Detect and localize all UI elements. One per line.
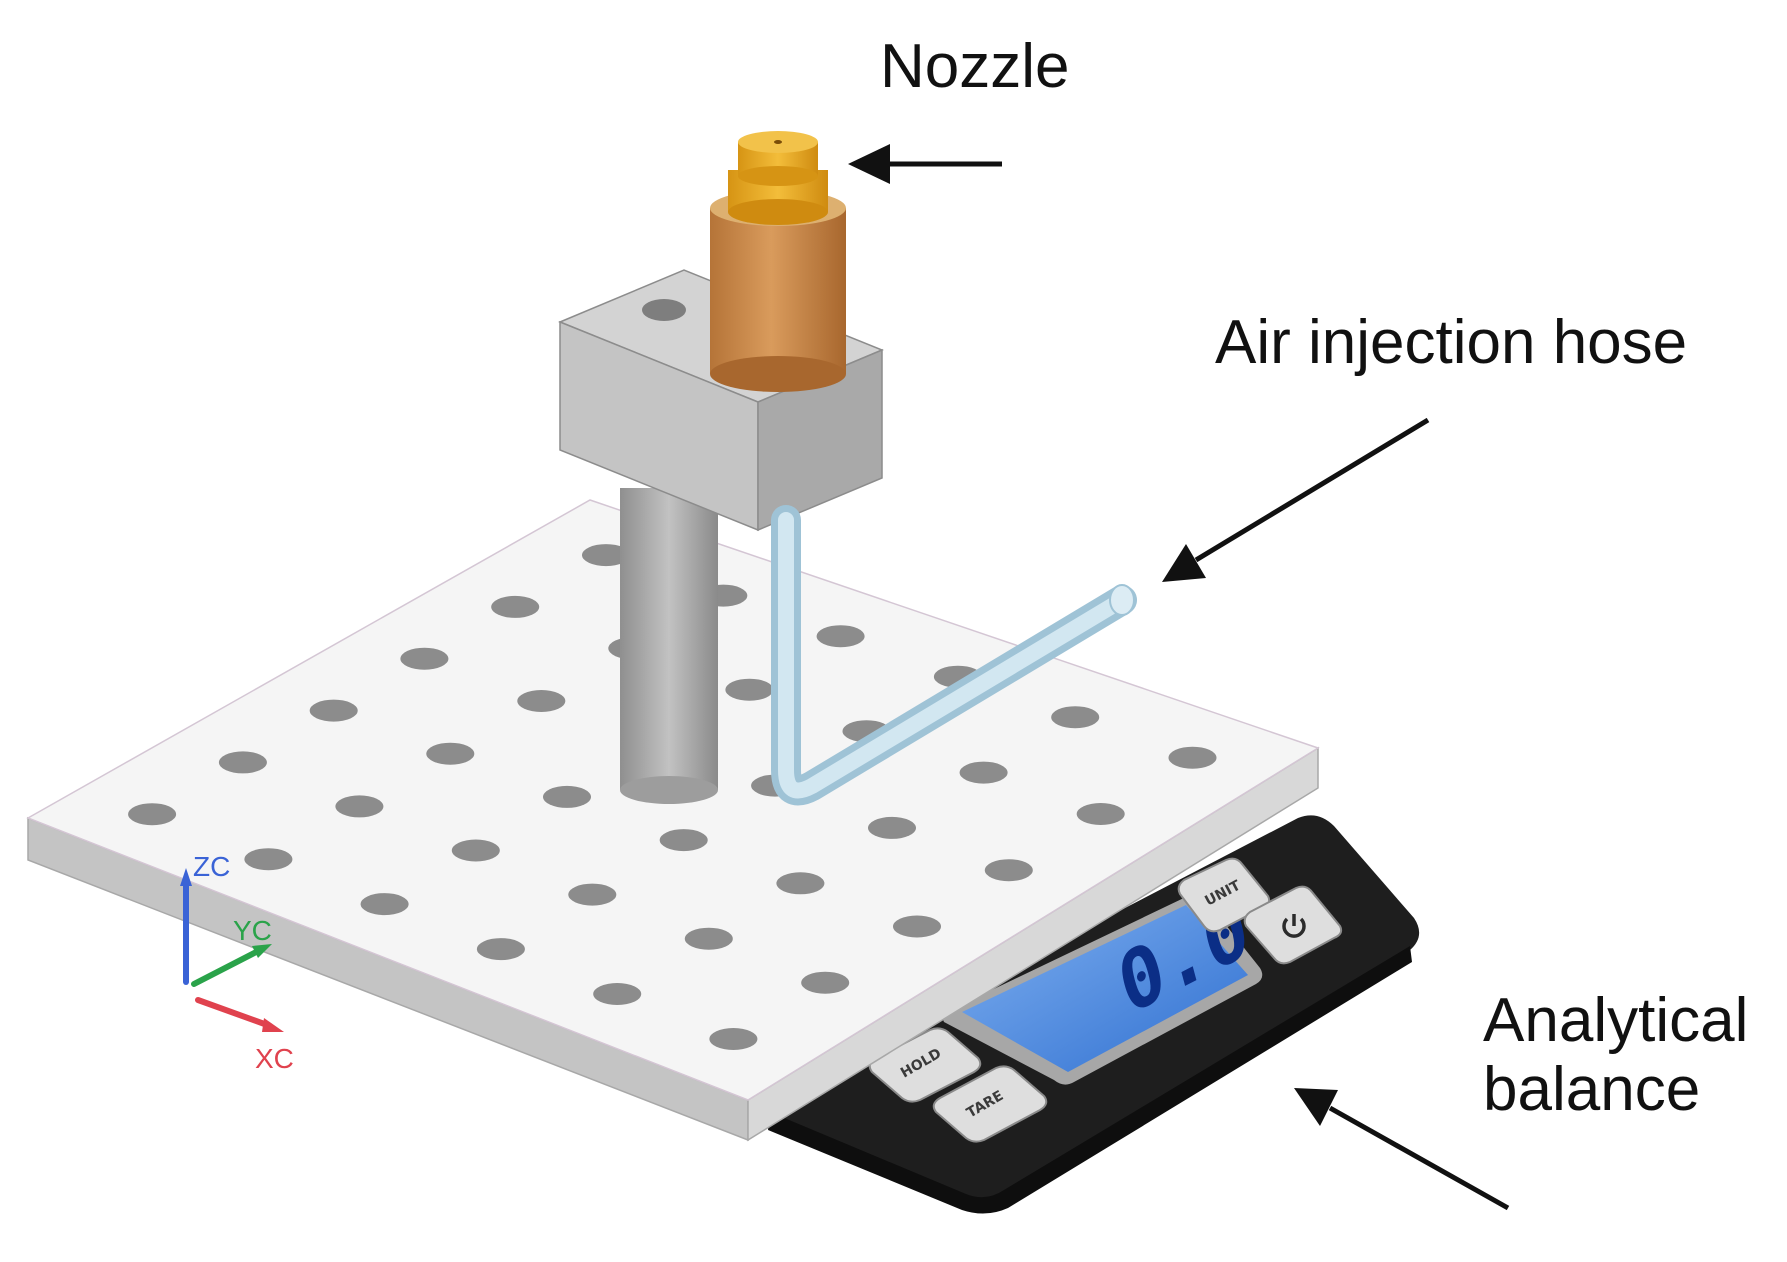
mounting-hole bbox=[868, 816, 916, 839]
mounting-hole bbox=[801, 971, 850, 994]
support-post bbox=[620, 488, 718, 804]
mounting-hole bbox=[893, 915, 941, 938]
mounting-hole bbox=[426, 742, 475, 765]
mounting-hole bbox=[959, 761, 1008, 784]
mounting-hole bbox=[491, 595, 540, 618]
mounting-hole bbox=[309, 699, 358, 722]
display-screen bbox=[962, 905, 1248, 1072]
mounting-hole bbox=[582, 544, 630, 567]
mounting-hole bbox=[659, 829, 708, 852]
mounting-hole bbox=[709, 1028, 758, 1050]
nozzle-arrow bbox=[848, 144, 1002, 184]
mounting-hole bbox=[244, 848, 293, 871]
power-icon bbox=[1282, 914, 1306, 938]
coordinate-triad: ZC YC XC bbox=[180, 851, 294, 1074]
mounting-hole bbox=[984, 859, 1033, 882]
mounting-hole bbox=[725, 678, 774, 701]
mounting-hole bbox=[816, 625, 865, 648]
mounting-hole bbox=[543, 785, 591, 808]
mounting-hole bbox=[1051, 706, 1100, 729]
y-axis bbox=[191, 947, 263, 987]
mounting-hole bbox=[593, 983, 642, 1005]
holder-bolt-hole bbox=[642, 299, 686, 321]
mounting-hole bbox=[1076, 803, 1125, 825]
y-axis-label: YC bbox=[233, 915, 272, 946]
mounting-hole bbox=[400, 647, 449, 670]
mounting-hole bbox=[218, 751, 267, 774]
x-axis bbox=[195, 997, 273, 1029]
mounting-hole bbox=[335, 795, 384, 818]
nozzle-orifice bbox=[774, 140, 782, 144]
mounting-hole bbox=[128, 803, 177, 826]
air-injection-hose-label: Air injection hose bbox=[1215, 308, 1688, 377]
mounting-hole bbox=[776, 872, 825, 895]
nozzle bbox=[710, 131, 846, 392]
nozzle-body bbox=[710, 208, 846, 374]
unit-key[interactable]: UNIT bbox=[1177, 857, 1271, 933]
analytical-balance-label: Analytical balance bbox=[1483, 986, 1749, 1125]
hose-arrow bbox=[1162, 417, 1430, 582]
power-key[interactable] bbox=[1243, 885, 1343, 965]
mounting-hole bbox=[1168, 746, 1217, 769]
z-axis-label: ZC bbox=[193, 851, 230, 882]
mounting-hole bbox=[451, 839, 500, 862]
balance-arrow bbox=[1294, 1088, 1510, 1211]
mounting-hole bbox=[517, 690, 566, 712]
air-injection-hose bbox=[771, 505, 1137, 806]
mounting-hole bbox=[684, 927, 733, 950]
mounting-hole bbox=[568, 883, 617, 906]
nozzle-label: Nozzle bbox=[880, 32, 1070, 101]
mounting-hole bbox=[476, 938, 525, 961]
x-axis-label: XC bbox=[255, 1043, 294, 1074]
mounting-hole bbox=[360, 893, 409, 916]
tare-key[interactable]: TARE bbox=[932, 1065, 1048, 1143]
hold-key[interactable]: HOLD bbox=[868, 1027, 982, 1103]
analytical-balance: 0.0 UNIT HOLD TARE bbox=[756, 815, 1420, 1214]
